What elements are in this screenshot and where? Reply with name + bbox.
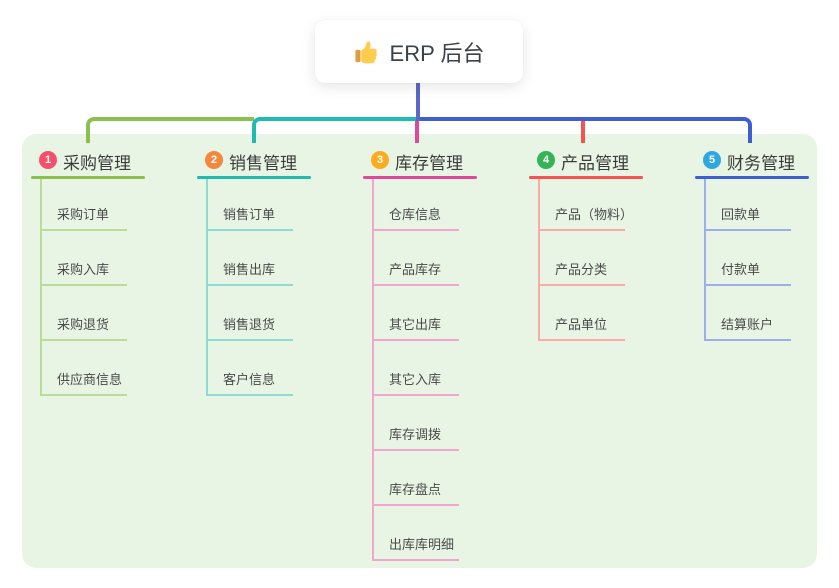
child-node[interactable]: 回款单 <box>721 207 761 222</box>
child-node[interactable]: 采购入库 <box>57 262 110 277</box>
child-connector-line <box>704 284 791 286</box>
child-connector-line <box>372 339 459 341</box>
child-connector-line <box>372 394 459 396</box>
child-node[interactable]: 客户信息 <box>223 372 276 387</box>
connector-branch-3 <box>415 119 419 143</box>
branch-spine-line <box>206 179 208 396</box>
mindmap-background-panel <box>22 134 817 568</box>
child-connector-line <box>538 284 625 286</box>
child-node[interactable]: 其它出库 <box>389 317 442 332</box>
root-node[interactable]: ERP 后台 <box>315 20 523 83</box>
connector-branch-2 <box>252 117 418 143</box>
child-connector-line <box>206 284 293 286</box>
child-connector-line <box>40 229 127 231</box>
child-node[interactable]: 销售订单 <box>223 207 276 222</box>
child-node[interactable]: 销售出库 <box>223 262 276 277</box>
child-connector-line <box>704 229 791 231</box>
child-connector-line <box>538 339 625 341</box>
branch-number-badge: 2 <box>205 151 223 169</box>
child-node[interactable]: 产品（物料） <box>555 207 634 222</box>
child-connector-line <box>538 229 625 231</box>
connector-branch-4 <box>581 119 585 143</box>
child-node[interactable]: 其它入库 <box>389 372 442 387</box>
branch-number-badge: 3 <box>371 151 389 169</box>
branch-title[interactable]: 库存管理 <box>395 154 463 173</box>
root-node-label: ERP 后台 <box>389 40 485 66</box>
child-connector-line <box>372 229 459 231</box>
branch-spine-line <box>704 179 706 341</box>
child-node[interactable]: 产品分类 <box>555 262 608 277</box>
branch-underline <box>695 176 809 179</box>
child-node[interactable]: 供应商信息 <box>57 372 123 387</box>
child-node[interactable]: 产品单位 <box>555 317 608 332</box>
branch-spine-line <box>538 179 540 341</box>
branch-underline <box>31 176 145 179</box>
connector-branch-1 <box>86 117 254 143</box>
child-connector-line <box>40 284 127 286</box>
child-connector-line <box>40 339 127 341</box>
connector-branch-5 <box>418 117 752 143</box>
child-node[interactable]: 付款单 <box>721 262 761 277</box>
root-connector-line <box>416 82 420 121</box>
child-connector-line <box>372 504 459 506</box>
branch-sales: 2 销售管理 销售订单 销售出库 销售退货 客户信息 <box>197 143 367 568</box>
child-connector-line <box>206 394 293 396</box>
child-connector-line <box>704 339 791 341</box>
branch-number-badge: 5 <box>703 151 721 169</box>
branch-number-badge: 4 <box>537 151 555 169</box>
branch-finance: 5 财务管理 回款单 付款单 结算账户 <box>695 143 839 568</box>
branch-title[interactable]: 销售管理 <box>229 154 297 173</box>
branch-spine-line <box>372 179 374 561</box>
child-node[interactable]: 产品库存 <box>389 262 442 277</box>
child-node[interactable]: 销售退货 <box>223 317 276 332</box>
branch-number-badge: 1 <box>39 151 57 169</box>
branch-title[interactable]: 产品管理 <box>561 154 629 173</box>
child-connector-line <box>372 284 459 286</box>
branch-underline <box>197 176 311 179</box>
child-connector-line <box>40 394 127 396</box>
child-node[interactable]: 采购退货 <box>57 317 110 332</box>
branch-title[interactable]: 采购管理 <box>63 154 131 173</box>
branch-title[interactable]: 财务管理 <box>727 154 795 173</box>
branch-purchase: 1 采购管理 采购订单 采购入库 采购退货 供应商信息 <box>31 143 201 568</box>
child-node[interactable]: 库存调拨 <box>389 427 442 442</box>
branch-product: 4 产品管理 产品（物料） 产品分类 产品单位 <box>529 143 699 568</box>
thumbs-up-icon <box>354 39 380 65</box>
child-connector-line <box>372 449 459 451</box>
child-connector-line <box>206 339 293 341</box>
branch-underline <box>529 176 643 179</box>
child-connector-line <box>206 229 293 231</box>
branch-inventory: 3 库存管理 仓库信息 产品库存 其它出库 其它入库 库存调拨 库存盘点 出库库… <box>363 143 533 568</box>
child-node[interactable]: 仓库信息 <box>389 207 442 222</box>
branch-spine-line <box>40 179 42 396</box>
child-node[interactable]: 结算账户 <box>721 317 774 332</box>
child-node[interactable]: 库存盘点 <box>389 482 442 497</box>
child-connector-line <box>372 559 459 561</box>
child-node[interactable]: 出库库明细 <box>389 537 455 552</box>
branch-underline <box>363 176 477 179</box>
child-node[interactable]: 采购订单 <box>57 207 110 222</box>
